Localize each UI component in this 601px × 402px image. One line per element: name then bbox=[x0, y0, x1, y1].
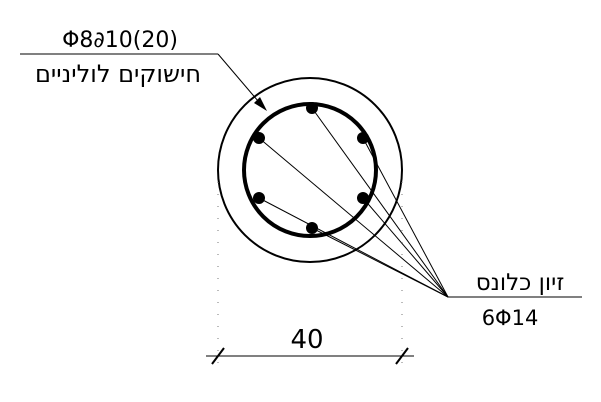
longitudinal-description-text: זיון כלונס bbox=[476, 270, 565, 296]
stirrup-description-text: חישוקים לוליניים bbox=[35, 60, 201, 88]
outer-section-circle bbox=[217, 77, 403, 263]
stirrup-callout: Φ8∂10(20) חישוקים לוליניים bbox=[20, 28, 267, 111]
longitudinal-spec-text: 6Φ14 bbox=[482, 306, 539, 330]
leader-line bbox=[362, 197, 449, 298]
stirrup-spec-text: Φ8∂10(20) bbox=[62, 28, 178, 53]
dimension-value-text: 40 bbox=[290, 325, 323, 355]
leader-line bbox=[311, 107, 449, 298]
rebar-group bbox=[253, 102, 369, 234]
longitudinal-callout: זיון כלונס 6Φ14 bbox=[258, 107, 582, 330]
leader-line bbox=[258, 137, 449, 298]
leader-line bbox=[362, 137, 449, 298]
dimension-tick-left bbox=[211, 347, 225, 365]
dimension-group: 40 bbox=[206, 182, 414, 372]
dimension-tick-right bbox=[395, 347, 409, 365]
leader-line bbox=[258, 197, 449, 298]
stirrup-leader-line bbox=[217, 53, 265, 109]
stirrup-leader-arrow bbox=[254, 97, 267, 111]
